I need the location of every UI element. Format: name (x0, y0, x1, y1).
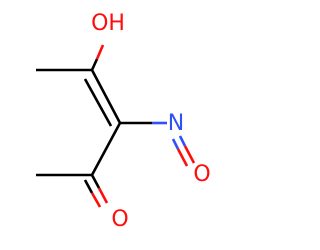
carbonyl-oxygen-label: O (111, 207, 128, 232)
bond-c3-c2 (90, 122, 122, 176)
bond-c2-o-b-black (83, 179, 94, 194)
bond-c4-c3-b (83, 78, 113, 127)
bond-n-o-a-blue (178, 135, 187, 147)
bond-c4-oh-black (90, 58, 99, 71)
bond-c2-o-b-red (90, 192, 102, 208)
bond-n-o-b-red (176, 148, 189, 167)
nitroso-nitrogen-label: N (168, 111, 184, 136)
nitroso-oxygen-label: O (193, 162, 210, 187)
bond-c4-oh-red (95, 44, 105, 60)
bond-n-o-b-blue (171, 138, 180, 150)
bond-c2-o-a-red (97, 187, 109, 204)
bond-c4-c3-a (90, 69, 122, 124)
bond-n-o-a-red (183, 145, 196, 164)
bond-c2-o-a-black (90, 174, 101, 189)
molecule-structure: OH N O O (36, 11, 211, 232)
hydroxyl-label: OH (91, 11, 125, 36)
